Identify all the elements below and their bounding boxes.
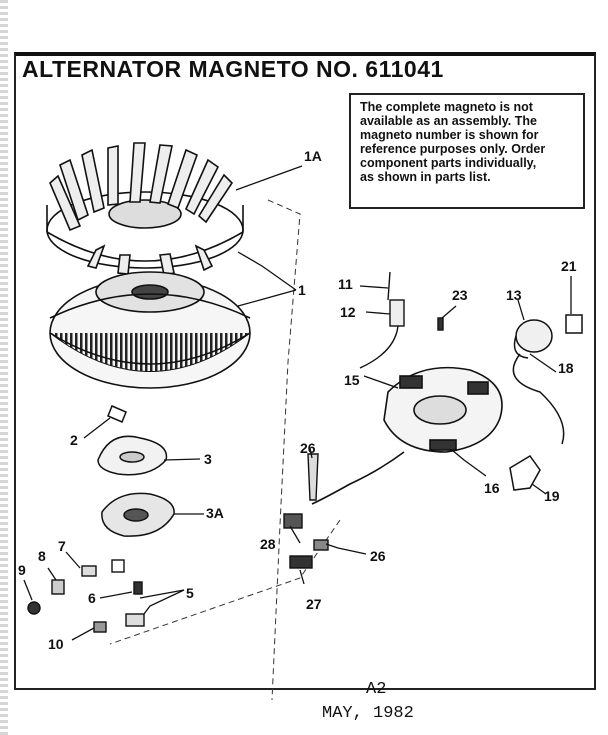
note-line: available as an assembly. The xyxy=(360,114,537,128)
note-line: as shown in parts list. xyxy=(360,170,491,184)
label-part-23: 23 xyxy=(452,287,468,303)
scan-edge xyxy=(0,0,8,735)
label-part-3A: 3A xyxy=(206,505,224,521)
label-part-19: 19 xyxy=(544,488,560,504)
label-part-6: 6 xyxy=(88,590,96,606)
connector-parts xyxy=(283,453,329,569)
label-part-12: 12 xyxy=(340,304,356,320)
diagram-frame xyxy=(14,52,596,690)
note-line: magneto number is shown for xyxy=(360,128,539,142)
note-line: reference purposes only. Order xyxy=(360,142,546,156)
label-part-16: 16 xyxy=(484,480,500,496)
plate-part-3A xyxy=(101,492,175,537)
boot-part-19 xyxy=(509,455,541,491)
washer-part-3 xyxy=(97,435,168,476)
label-part-21: 21 xyxy=(561,258,577,274)
pin-spring-assembly xyxy=(359,271,405,369)
page-title: ALTERNATOR MAGNETO NO. 611041 xyxy=(22,56,444,82)
coil-part-13 xyxy=(512,314,583,445)
label-part-5: 5 xyxy=(186,585,194,601)
label-part-10: 10 xyxy=(48,636,64,652)
note-line: The complete magneto is not xyxy=(360,100,533,114)
note-box xyxy=(349,93,585,209)
label-part-8: 8 xyxy=(38,548,46,564)
label-part-1A: 1A xyxy=(304,148,322,164)
label-part-26-upper: 26 xyxy=(300,440,316,456)
label-part-3: 3 xyxy=(204,451,212,467)
label-part-28: 28 xyxy=(260,536,276,552)
flywheel-fan xyxy=(46,142,244,276)
key-part-2 xyxy=(107,405,127,423)
leader-lines xyxy=(23,165,572,641)
label-part-2: 2 xyxy=(70,432,78,448)
flywheel xyxy=(49,271,251,389)
label-part-26-lower: 26 xyxy=(370,548,386,564)
label-part-15: 15 xyxy=(344,372,360,388)
label-part-7: 7 xyxy=(58,538,66,554)
label-part-9: 9 xyxy=(18,562,26,578)
label-part-1: 1 xyxy=(298,282,306,298)
label-part-27: 27 xyxy=(306,596,322,612)
hardware-group xyxy=(27,559,145,633)
label-part-13: 13 xyxy=(506,287,522,303)
page-number: A2 xyxy=(366,680,387,699)
note-line: component parts individually, xyxy=(360,156,537,170)
stator-plate xyxy=(311,366,503,505)
label-part-18: 18 xyxy=(558,360,574,376)
note-text: The complete magneto is not available as… xyxy=(360,100,576,184)
label-part-11: 11 xyxy=(338,276,353,292)
revision-date: MAY, 1982 xyxy=(322,704,414,723)
screw-part-23 xyxy=(437,317,444,331)
